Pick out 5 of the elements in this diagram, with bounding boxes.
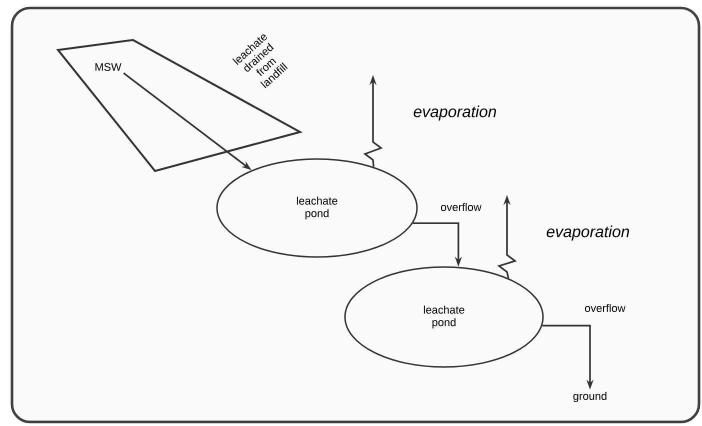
edge-label: evaporation bbox=[412, 104, 498, 122]
edge-label: overflow bbox=[584, 302, 626, 314]
edge-label: evaporation bbox=[545, 224, 631, 242]
node-label: ground bbox=[573, 392, 606, 402]
edge-label: overflow bbox=[440, 202, 482, 212]
